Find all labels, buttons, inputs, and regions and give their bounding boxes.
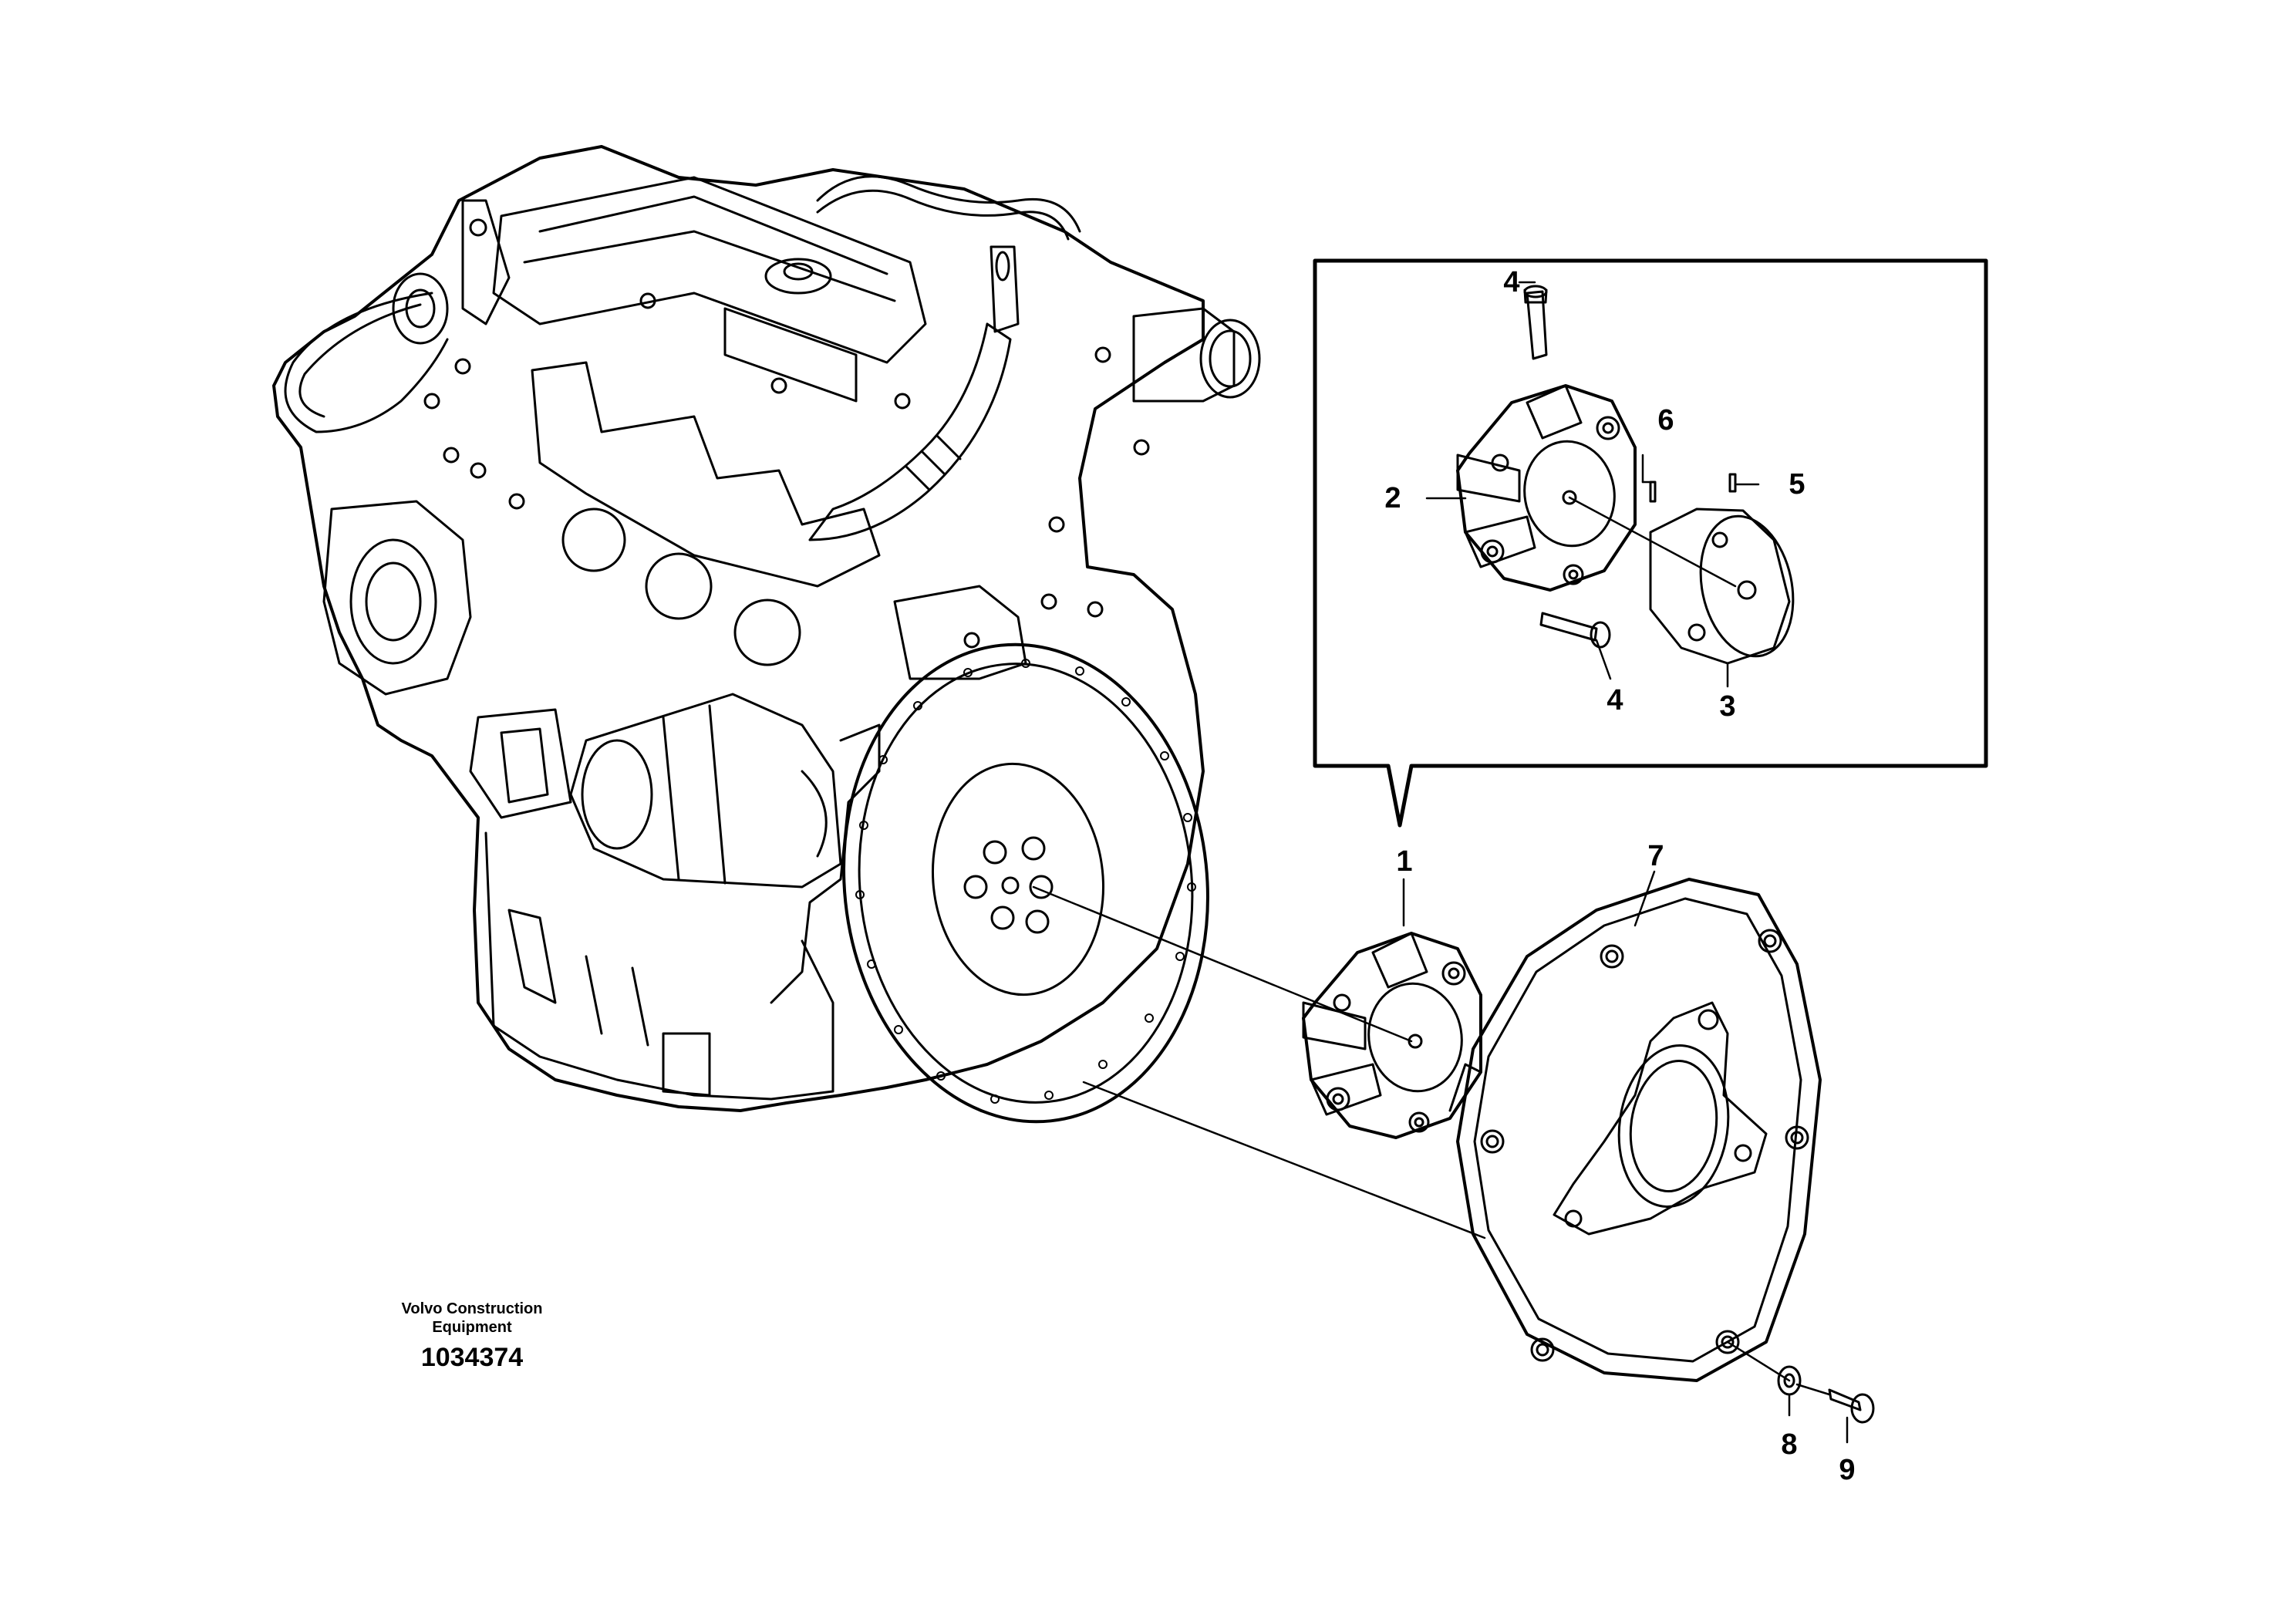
callout-7: 7 — [1647, 840, 1664, 872]
starter-motor — [569, 693, 842, 889]
cover-hub-flange — [1553, 1001, 1768, 1236]
lifting-eye — [461, 199, 511, 325]
coupling-detail-2 — [1456, 384, 1637, 592]
assembly-lines — [1032, 885, 1831, 1396]
flywheel-rim-holes — [855, 659, 1196, 1104]
engine-block-outline — [272, 145, 1205, 1112]
front-pulley — [392, 272, 449, 345]
callout-1: 1 — [1396, 845, 1413, 878]
cover-plate-7 — [1456, 878, 1822, 1382]
inset-leaders — [1425, 281, 1760, 688]
cylinder-boss-2 — [645, 552, 713, 620]
rocker-cover — [492, 176, 927, 364]
flywheel — [842, 642, 1209, 1124]
intake-manifold — [531, 361, 881, 588]
fuel-lines — [284, 292, 449, 433]
hub-detail-3 — [1649, 508, 1795, 665]
oil-pan — [484, 831, 834, 1101]
hose — [808, 322, 1012, 541]
callout-5: 5 — [1789, 468, 1805, 501]
detail-frame — [1313, 258, 1988, 828]
cylinder-boss-3 — [733, 599, 801, 666]
callout-6: 6 — [1657, 404, 1674, 437]
callout-2: 2 — [1384, 482, 1401, 514]
engine-assembly — [272, 145, 1261, 1112]
detail-inset — [1313, 258, 1988, 828]
callout-3: 3 — [1719, 690, 1736, 723]
oil-filler-cap — [764, 258, 832, 295]
callout-leaders — [1402, 870, 1849, 1444]
drawing-number: 1034374 — [420, 1343, 524, 1372]
bolt-4-top — [1523, 285, 1548, 360]
pin-6 — [1649, 481, 1657, 503]
pin-5 — [1728, 473, 1737, 493]
callout-4-bottom: 4 — [1607, 684, 1623, 717]
callout-8: 8 — [1781, 1428, 1798, 1461]
brand-line-1: Volvo Construction — [401, 1300, 543, 1317]
cover-bolt-holes — [1480, 929, 1809, 1362]
bolt-4-bottom — [1539, 612, 1611, 649]
flexible-coupling-1 — [1302, 932, 1482, 1139]
flywheel-hub-bolts — [963, 836, 1054, 934]
callout-4-top: 4 — [1503, 266, 1520, 298]
callout-9: 9 — [1839, 1454, 1856, 1486]
injection-pump — [322, 500, 472, 696]
cylinder-boss-1 — [561, 508, 626, 572]
brand-line-2: Equipment — [432, 1319, 512, 1336]
drawing-title-block: Volvo Construction Equipment 1034374 — [402, 1300, 543, 1373]
bolt-9 — [1828, 1388, 1875, 1424]
